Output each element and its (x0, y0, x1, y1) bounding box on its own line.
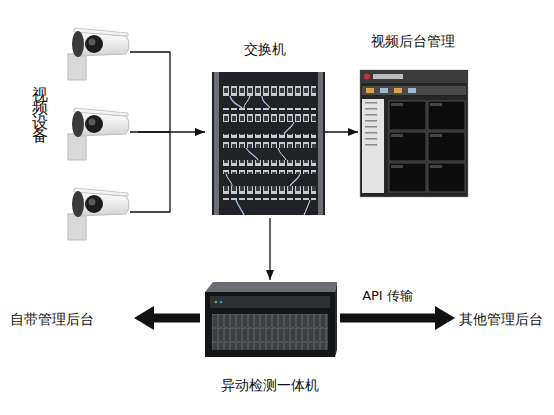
platform-box: 其他管理后台 (455, 308, 551, 330)
rack-rail (318, 72, 323, 215)
switch-node: 交换机 (205, 38, 325, 218)
node-label: 视频后台管理 (358, 32, 468, 50)
sidebar (362, 99, 384, 193)
window-titlebar (360, 70, 468, 83)
node-label: 自带管理后台 (10, 310, 94, 328)
node-label: 异动检测一体机 (200, 376, 340, 394)
arrow-connector (340, 314, 439, 323)
toolbar (362, 86, 466, 95)
edge-label: API 传输 (362, 288, 413, 304)
port-row (222, 134, 316, 148)
camera (68, 108, 129, 160)
arrow-connector (150, 314, 200, 323)
app-logo (364, 74, 370, 80)
title-strip (373, 74, 403, 79)
video-grid (388, 100, 466, 193)
monitor-screen (360, 70, 468, 197)
network-cable (230, 96, 300, 215)
server-top (205, 282, 337, 292)
toolbar-icon (380, 88, 388, 93)
camera (68, 28, 129, 80)
video-backend-node: 视频后台管理 (358, 30, 468, 200)
port-row (222, 160, 316, 174)
toolbar-icon (366, 88, 374, 93)
server-side (335, 282, 337, 357)
detection-server-node: 异动检测一体机 (200, 280, 340, 398)
network-cable (226, 96, 310, 215)
status-led (220, 301, 223, 304)
camera (68, 188, 129, 240)
arrow-connector (325, 131, 358, 132)
status-led (215, 301, 218, 304)
switch-rack (212, 72, 325, 215)
toolbar-icon (394, 88, 402, 93)
rack-rail (214, 72, 219, 215)
platform-box: 自带管理后台 (8, 308, 134, 330)
arrow-connector (269, 218, 270, 280)
port-row (222, 82, 316, 96)
arrow-connector (138, 131, 205, 132)
port-row (222, 108, 316, 122)
server-front (205, 292, 335, 357)
port-row (222, 186, 316, 200)
node-label: 交换机 (205, 40, 325, 58)
server-panel (210, 296, 330, 308)
sidebar-tree (362, 100, 384, 148)
node-label: 其他管理后台 (459, 310, 543, 328)
node-label: 视频设备 (32, 73, 48, 129)
toolbar-icon (408, 88, 416, 93)
camera-group: 视频设备 (28, 18, 138, 248)
drive-bays (212, 314, 328, 350)
